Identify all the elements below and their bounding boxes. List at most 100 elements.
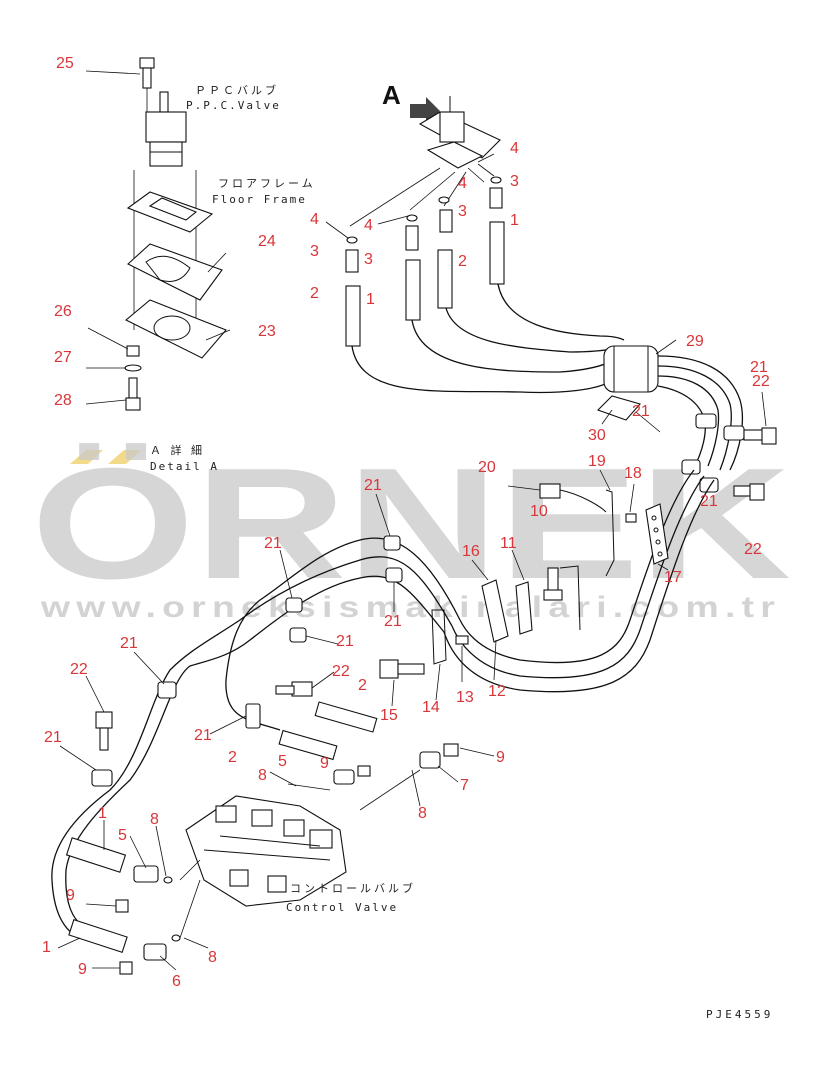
- callout-8: 8: [418, 805, 427, 822]
- callout-21: 21: [194, 727, 212, 744]
- callout-10: 10: [530, 503, 548, 520]
- callout-9: 9: [320, 755, 329, 772]
- valve-top-body: [439, 111, 465, 143]
- bracket-17: [645, 503, 669, 565]
- callout-4: 4: [458, 175, 467, 192]
- callout-14: 14: [422, 699, 440, 716]
- callout-21: 21: [750, 359, 768, 376]
- callout-21: 21: [700, 493, 718, 510]
- callout-2: 2: [358, 677, 367, 694]
- callout-1: 1: [42, 939, 51, 956]
- callout-25: 25: [56, 55, 74, 72]
- callout-17: 17: [664, 569, 682, 586]
- floor-frame-label-jp: フロアフレーム: [218, 177, 316, 190]
- callout-24: 24: [258, 233, 276, 250]
- watermark-accent-left: [70, 450, 103, 464]
- callout-8: 8: [258, 767, 267, 784]
- callout-3: 3: [364, 251, 373, 268]
- callout-4: 4: [310, 211, 319, 228]
- detail-label-en: Detail A: [150, 460, 219, 473]
- callout-21: 21: [264, 535, 282, 552]
- floor-frame-slot: [148, 197, 198, 221]
- plate-24: [127, 243, 223, 301]
- band-29: [603, 345, 659, 393]
- drawing-code: PJE4559: [706, 1008, 773, 1021]
- callout-1: 1: [510, 212, 519, 229]
- ppc-valve-lower: [149, 141, 183, 167]
- hose-bundle: [351, 283, 777, 501]
- callout-3: 3: [510, 173, 519, 190]
- callout-11: 11: [500, 535, 517, 552]
- callout-2: 2: [228, 749, 237, 766]
- view-marker: A: [382, 80, 401, 110]
- callout-4: 4: [364, 217, 373, 234]
- callout-23: 23: [258, 323, 276, 340]
- callout-3: 3: [458, 203, 467, 220]
- ppc-valve-body: [145, 111, 187, 143]
- callout-8: 8: [150, 811, 159, 828]
- washer-27: [124, 364, 142, 372]
- nut-26: [126, 345, 140, 357]
- callout-4: 4: [510, 140, 519, 157]
- control-valve-body: [185, 795, 347, 907]
- callout-9: 9: [78, 961, 87, 978]
- callout-5: 5: [118, 827, 127, 844]
- view-a-assembly: [325, 96, 505, 347]
- gasket-23-hole: [153, 315, 191, 341]
- callout-9: 9: [496, 749, 505, 766]
- gasket-23: [125, 299, 227, 359]
- bracket-16: [481, 579, 509, 643]
- callout-16: 16: [462, 543, 480, 560]
- bolt-25-head: [139, 57, 155, 69]
- callout-30: 30: [588, 427, 606, 444]
- bolt-28-shank: [128, 377, 138, 399]
- pipe-run-right: [379, 469, 715, 707]
- callout-21: 21: [44, 729, 62, 746]
- callout-22: 22: [332, 663, 350, 680]
- callout-26: 26: [54, 303, 72, 320]
- callout-13: 13: [456, 689, 474, 706]
- callout-15: 15: [380, 707, 398, 724]
- callout-21: 21: [632, 403, 650, 420]
- pipe-run-left: [51, 493, 461, 939]
- callout-8: 8: [208, 949, 217, 966]
- callout-12: 12: [488, 683, 506, 700]
- plate-12: [515, 581, 533, 635]
- watermark-url: www.orneksismakinalari.com.tr: [40, 591, 781, 624]
- callout-22: 22: [70, 661, 88, 678]
- callout-21: 21: [336, 633, 354, 650]
- callouts: 25 24 23 26 27 28 4 3 1 4 3 2 4 3 1 4 3 …: [42, 55, 770, 990]
- callout-1: 1: [98, 805, 107, 822]
- callout-7: 7: [460, 777, 469, 794]
- callout-2: 2: [310, 285, 319, 302]
- control-valve-area: [57, 701, 495, 975]
- callout-29: 29: [686, 333, 704, 350]
- callout-28: 28: [54, 392, 72, 409]
- callout-9: 9: [66, 887, 75, 904]
- watermark: ÖRNEK www.orneksismakinalari.com.tr: [31, 436, 791, 624]
- detail-label-jp: Ａ 詳 細: [150, 443, 205, 457]
- ppc-valve-top: [159, 91, 169, 113]
- sheet-30: [596, 395, 641, 421]
- callout-27: 27: [54, 349, 72, 366]
- control-valve-label-jp: コントロールバルブ: [290, 881, 416, 895]
- ppc-valve-label-en: P.P.C.Valve: [186, 99, 281, 112]
- ppc-valve-stack: [85, 57, 231, 411]
- callout-18: 18: [624, 465, 642, 482]
- callout-21: 21: [384, 613, 402, 630]
- callout-1: 1: [366, 291, 375, 308]
- bolt-28-head: [125, 397, 141, 411]
- control-valve-label-en: Control Valve: [286, 901, 398, 914]
- callout-21: 21: [120, 635, 138, 652]
- floor-frame-label-en: Floor Frame: [212, 193, 307, 206]
- callout-6: 6: [172, 973, 181, 990]
- ppc-valve-label-jp: ＰＰＣバルブ: [195, 83, 279, 97]
- callout-5: 5: [278, 753, 287, 770]
- callout-19: 19: [588, 453, 606, 470]
- callout-21: 21: [364, 477, 382, 494]
- callout-20: 20: [478, 459, 496, 476]
- callout-3: 3: [310, 243, 319, 260]
- callout-22: 22: [752, 373, 770, 390]
- callout-22: 22: [744, 541, 762, 558]
